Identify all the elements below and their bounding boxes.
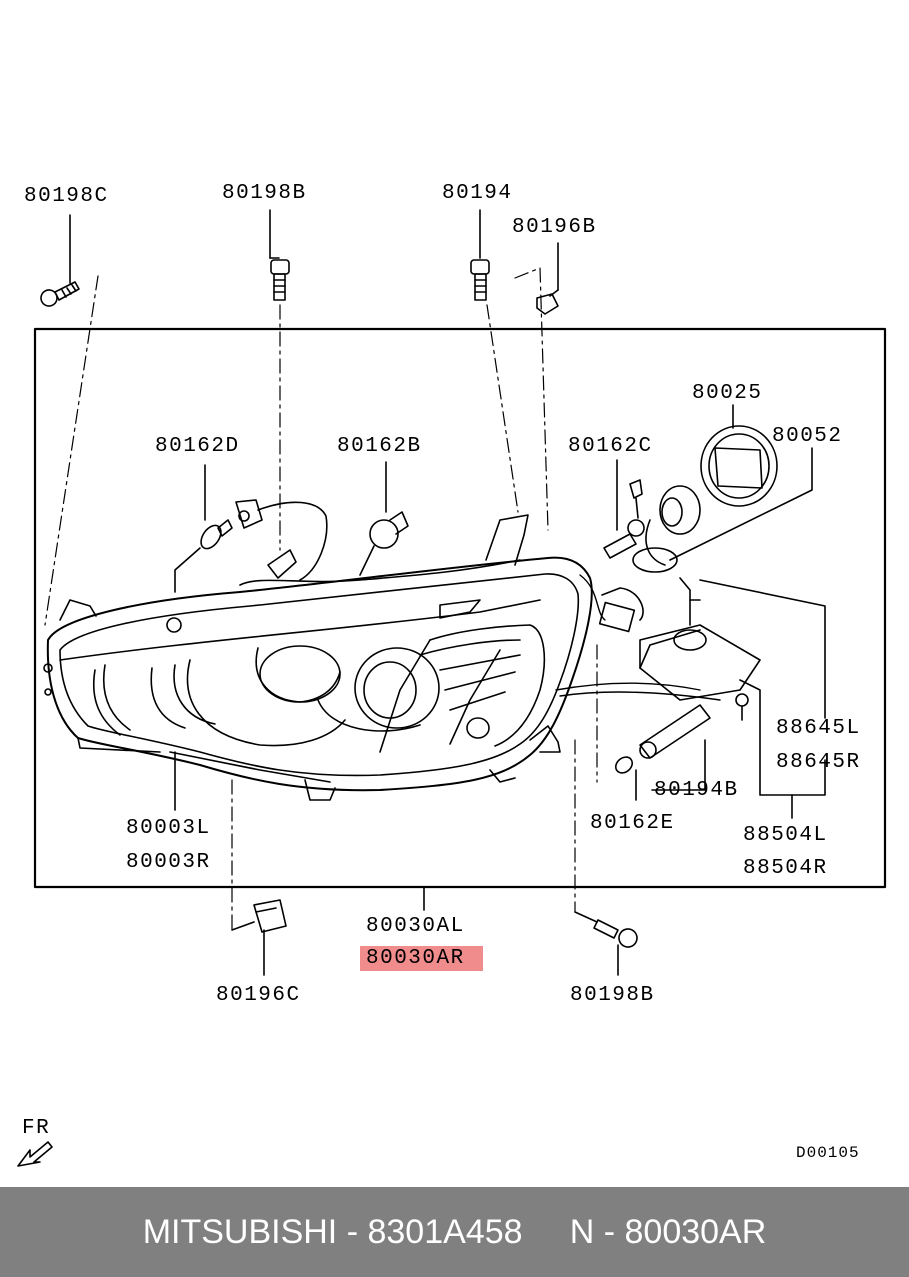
bolt-80194-icon bbox=[470, 209, 490, 301]
cover-80025-icon bbox=[700, 404, 778, 507]
drawing-code: D00105 bbox=[796, 1144, 860, 1162]
footer-bar: MITSUBISHI - 8301A458 N - 80030AR bbox=[0, 1187, 909, 1277]
front-direction-label: FR bbox=[22, 1117, 51, 1140]
part-label-80003r: 80003R bbox=[126, 851, 211, 874]
part-label-80162d: 80162D bbox=[155, 435, 240, 458]
part-label-88504r: 88504R bbox=[743, 857, 828, 880]
part-label-80003l: 80003L bbox=[126, 817, 211, 840]
part-label-80198b-top: 80198B bbox=[222, 182, 307, 205]
part-label-80198b-bottom: 80198B bbox=[570, 984, 655, 1007]
part-label-80030ar-highlighted[interactable]: 80030AR bbox=[360, 946, 483, 971]
clip-80196c-icon bbox=[231, 899, 287, 933]
bulb-80162d-icon bbox=[174, 464, 328, 593]
bulb-80162e-icon bbox=[614, 756, 637, 801]
igniter-80194b-icon bbox=[639, 693, 749, 791]
bolt-80198b-bottom-icon bbox=[574, 911, 638, 948]
headlamp-assembly-icon bbox=[43, 514, 593, 801]
ballast-88645-icon bbox=[598, 577, 826, 819]
part-label-80198c: 80198C bbox=[24, 185, 109, 208]
part-label-80025: 80025 bbox=[692, 382, 763, 405]
wiring-harness bbox=[555, 574, 721, 701]
front-direction-arrow-icon bbox=[17, 1141, 53, 1167]
part-label-80030al: 80030AL bbox=[366, 915, 465, 938]
ring-80052-icon bbox=[669, 447, 813, 561]
part-label-88645r: 88645R bbox=[776, 751, 861, 774]
lower-leaders bbox=[174, 751, 619, 976]
part-label-80052: 80052 bbox=[772, 425, 843, 448]
bolt-80198b-top-icon bbox=[269, 209, 290, 301]
part-label-88645l: 88645L bbox=[776, 717, 861, 740]
leader-lines-dashed bbox=[44, 267, 598, 931]
part-label-80162c: 80162C bbox=[568, 435, 653, 458]
part-label-80196c: 80196C bbox=[216, 984, 301, 1007]
part-label-80196b: 80196B bbox=[512, 216, 597, 239]
bolt-80198c-icon bbox=[40, 214, 80, 307]
part-label-80162e: 80162E bbox=[590, 812, 675, 835]
part-label-80194b: 80194B bbox=[654, 779, 739, 802]
bulb-80162c-icon bbox=[603, 459, 701, 573]
clip-80196b-icon bbox=[536, 242, 559, 315]
part-label-80194: 80194 bbox=[442, 182, 513, 205]
assembly-frame bbox=[33, 327, 887, 889]
part-label-88504l: 88504L bbox=[743, 824, 828, 847]
part-label-80162b: 80162B bbox=[337, 435, 422, 458]
bulb-80162b-icon bbox=[359, 461, 409, 576]
footer-part-info: MITSUBISHI - 8301A458 N - 80030AR bbox=[142, 1212, 767, 1251]
parts-diagram bbox=[17, 209, 887, 1167]
